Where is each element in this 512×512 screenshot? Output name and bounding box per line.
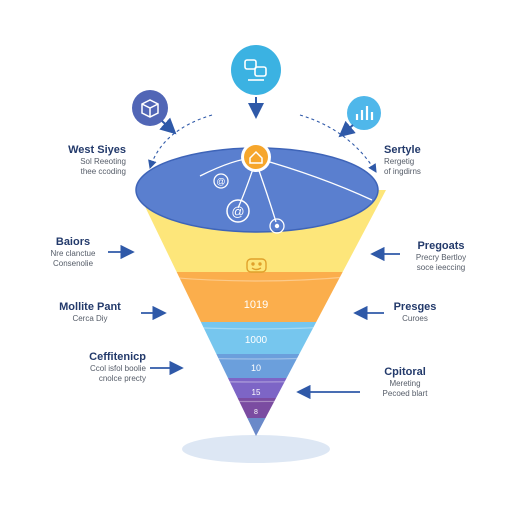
label-mollite-pant: Mollite Pant Cerca Diy	[59, 301, 121, 323]
label-presges: Presges Curoes	[393, 301, 437, 323]
lock-icon	[269, 218, 285, 234]
value-orange: 1019	[244, 299, 268, 311]
label-west-siyes: West Siyes Sol Reeoting thee ccoding	[68, 144, 126, 176]
cube-icon	[132, 90, 168, 126]
value-blue: 10	[251, 363, 261, 373]
label-baiors: Baiors Nre clanctue Consenolie	[50, 236, 96, 268]
svg-text:@: @	[216, 177, 225, 187]
svg-text:@: @	[231, 204, 244, 219]
value-tip: 8	[254, 409, 258, 416]
label-coefft: Ceffitenicp Ccol isfol boolie cnolce pre…	[89, 351, 146, 383]
band-orange	[137, 272, 386, 322]
funnel-shadow	[182, 435, 330, 463]
label-pregoats: Pregoats Precry Bertloy soce ieeccing	[415, 240, 467, 272]
chat-bubble-icon	[231, 45, 281, 95]
label-cpitoral: Cpitoral Mereting Pecoed blart	[382, 366, 428, 398]
label-sertyle: Sertyle Rergetig of ingdirns	[384, 144, 421, 176]
home-icon	[241, 142, 271, 172]
eye-icon: @	[226, 199, 250, 223]
value-lightblue: 1000	[245, 335, 268, 346]
funnel-top	[136, 148, 378, 232]
value-purple: 15	[252, 388, 261, 397]
connector-dashed-right	[299, 114, 377, 173]
at-sign-icon: @	[213, 173, 229, 189]
smiley-face-icon	[246, 258, 267, 273]
